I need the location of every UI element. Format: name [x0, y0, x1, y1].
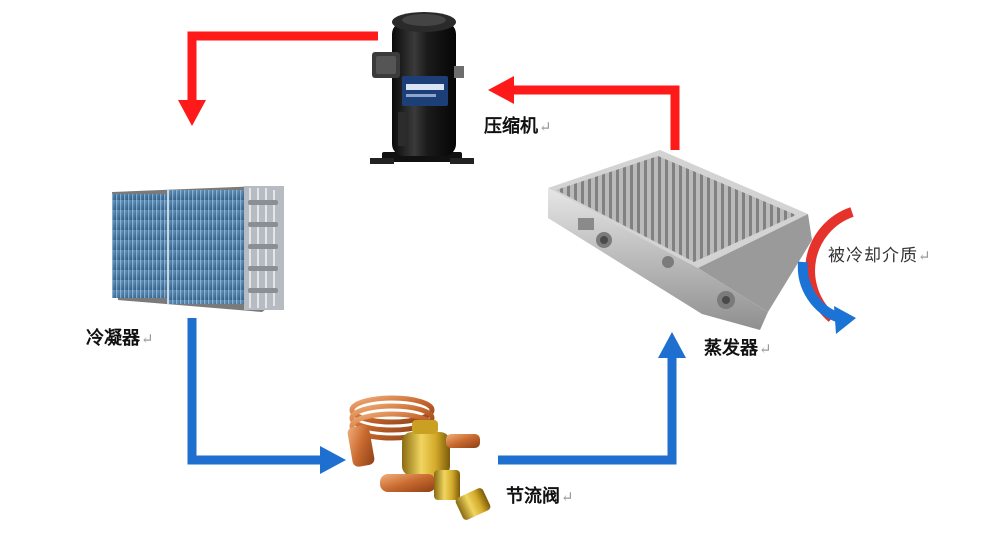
expansion-valve-label: 节流阀↵: [506, 488, 574, 506]
brass-expansion-valve-icon: [347, 395, 491, 520]
arrow-up-icon: [658, 332, 686, 358]
compressor-label-text: 压缩机: [484, 116, 538, 137]
liquid-line: [187, 318, 346, 474]
arrow-right-icon: [320, 446, 346, 474]
return-mark: ↵: [759, 340, 772, 358]
arrow-down-icon: [178, 100, 206, 126]
return-mark: ↵: [539, 118, 552, 136]
cooled-medium-label: 被冷却介质↵: [828, 248, 932, 265]
finned-coil-condenser-icon: [112, 186, 284, 312]
return-mark: ↵: [918, 247, 932, 265]
evaporator-label-text: 蒸发器: [704, 338, 758, 359]
return-mark: ↵: [561, 488, 574, 506]
scroll-compressor-icon: [370, 12, 474, 164]
return-mark: ↵: [141, 330, 154, 348]
condenser-label: 冷凝器↵: [86, 330, 154, 348]
suction-line: [488, 76, 680, 150]
evaporator-label: 蒸发器↵: [704, 340, 772, 358]
low-pressure-line: [498, 332, 686, 465]
expansion-valve-label-text: 节流阀: [506, 486, 560, 507]
cooled-medium-arrow-icon: [797, 207, 856, 334]
cooled-medium-label-text: 被冷却介质: [828, 246, 918, 266]
plate-fin-evaporator-icon: [548, 150, 812, 330]
condenser-label-text: 冷凝器: [86, 328, 140, 349]
discharge-line: [178, 31, 378, 126]
compressor-label: 压缩机↵: [484, 118, 552, 136]
arrow-left-icon: [488, 76, 514, 104]
